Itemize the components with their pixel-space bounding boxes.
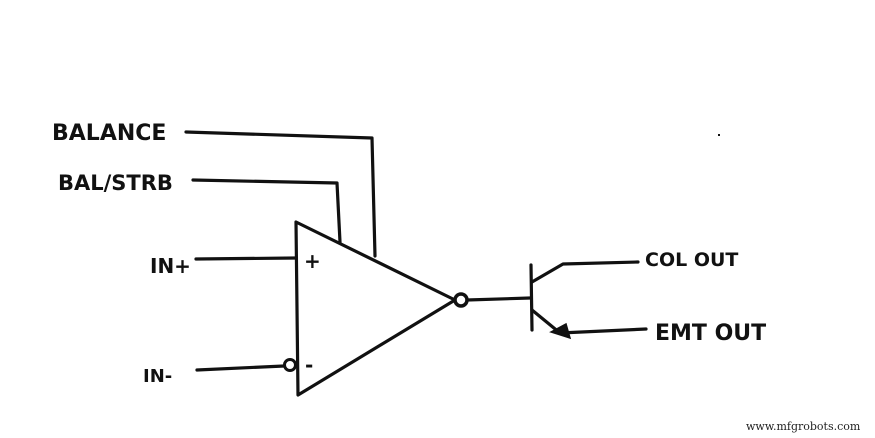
collector-wire	[530, 260, 640, 284]
output-bubble-icon	[453, 292, 469, 308]
balance-wire	[184, 130, 377, 258]
in-minus-wire	[195, 364, 286, 372]
label-in-minus: IN-	[143, 366, 172, 387]
minus-sign: -	[305, 353, 313, 377]
comparator-triangle	[294, 220, 457, 397]
inverting-bubble-icon	[283, 358, 297, 372]
label-balance: BALANCE	[52, 121, 166, 146]
plus-sign: +	[304, 249, 321, 273]
stray-dot	[718, 134, 720, 136]
emitter-arrow-icon	[549, 322, 572, 340]
label-bal-strb: BAL/STRB	[58, 171, 173, 195]
label-emt-out: EMT OUT	[655, 321, 766, 346]
in-plus-wire	[194, 256, 298, 261]
bal-strb-wire	[191, 178, 342, 244]
emitter-wire	[530, 308, 648, 335]
label-in-plus: IN+	[150, 254, 191, 278]
transistor-base	[529, 263, 534, 332]
label-col-out: COL OUT	[645, 249, 738, 271]
output-wire	[465, 296, 532, 302]
watermark: www.mfgrobots.com	[746, 420, 861, 433]
